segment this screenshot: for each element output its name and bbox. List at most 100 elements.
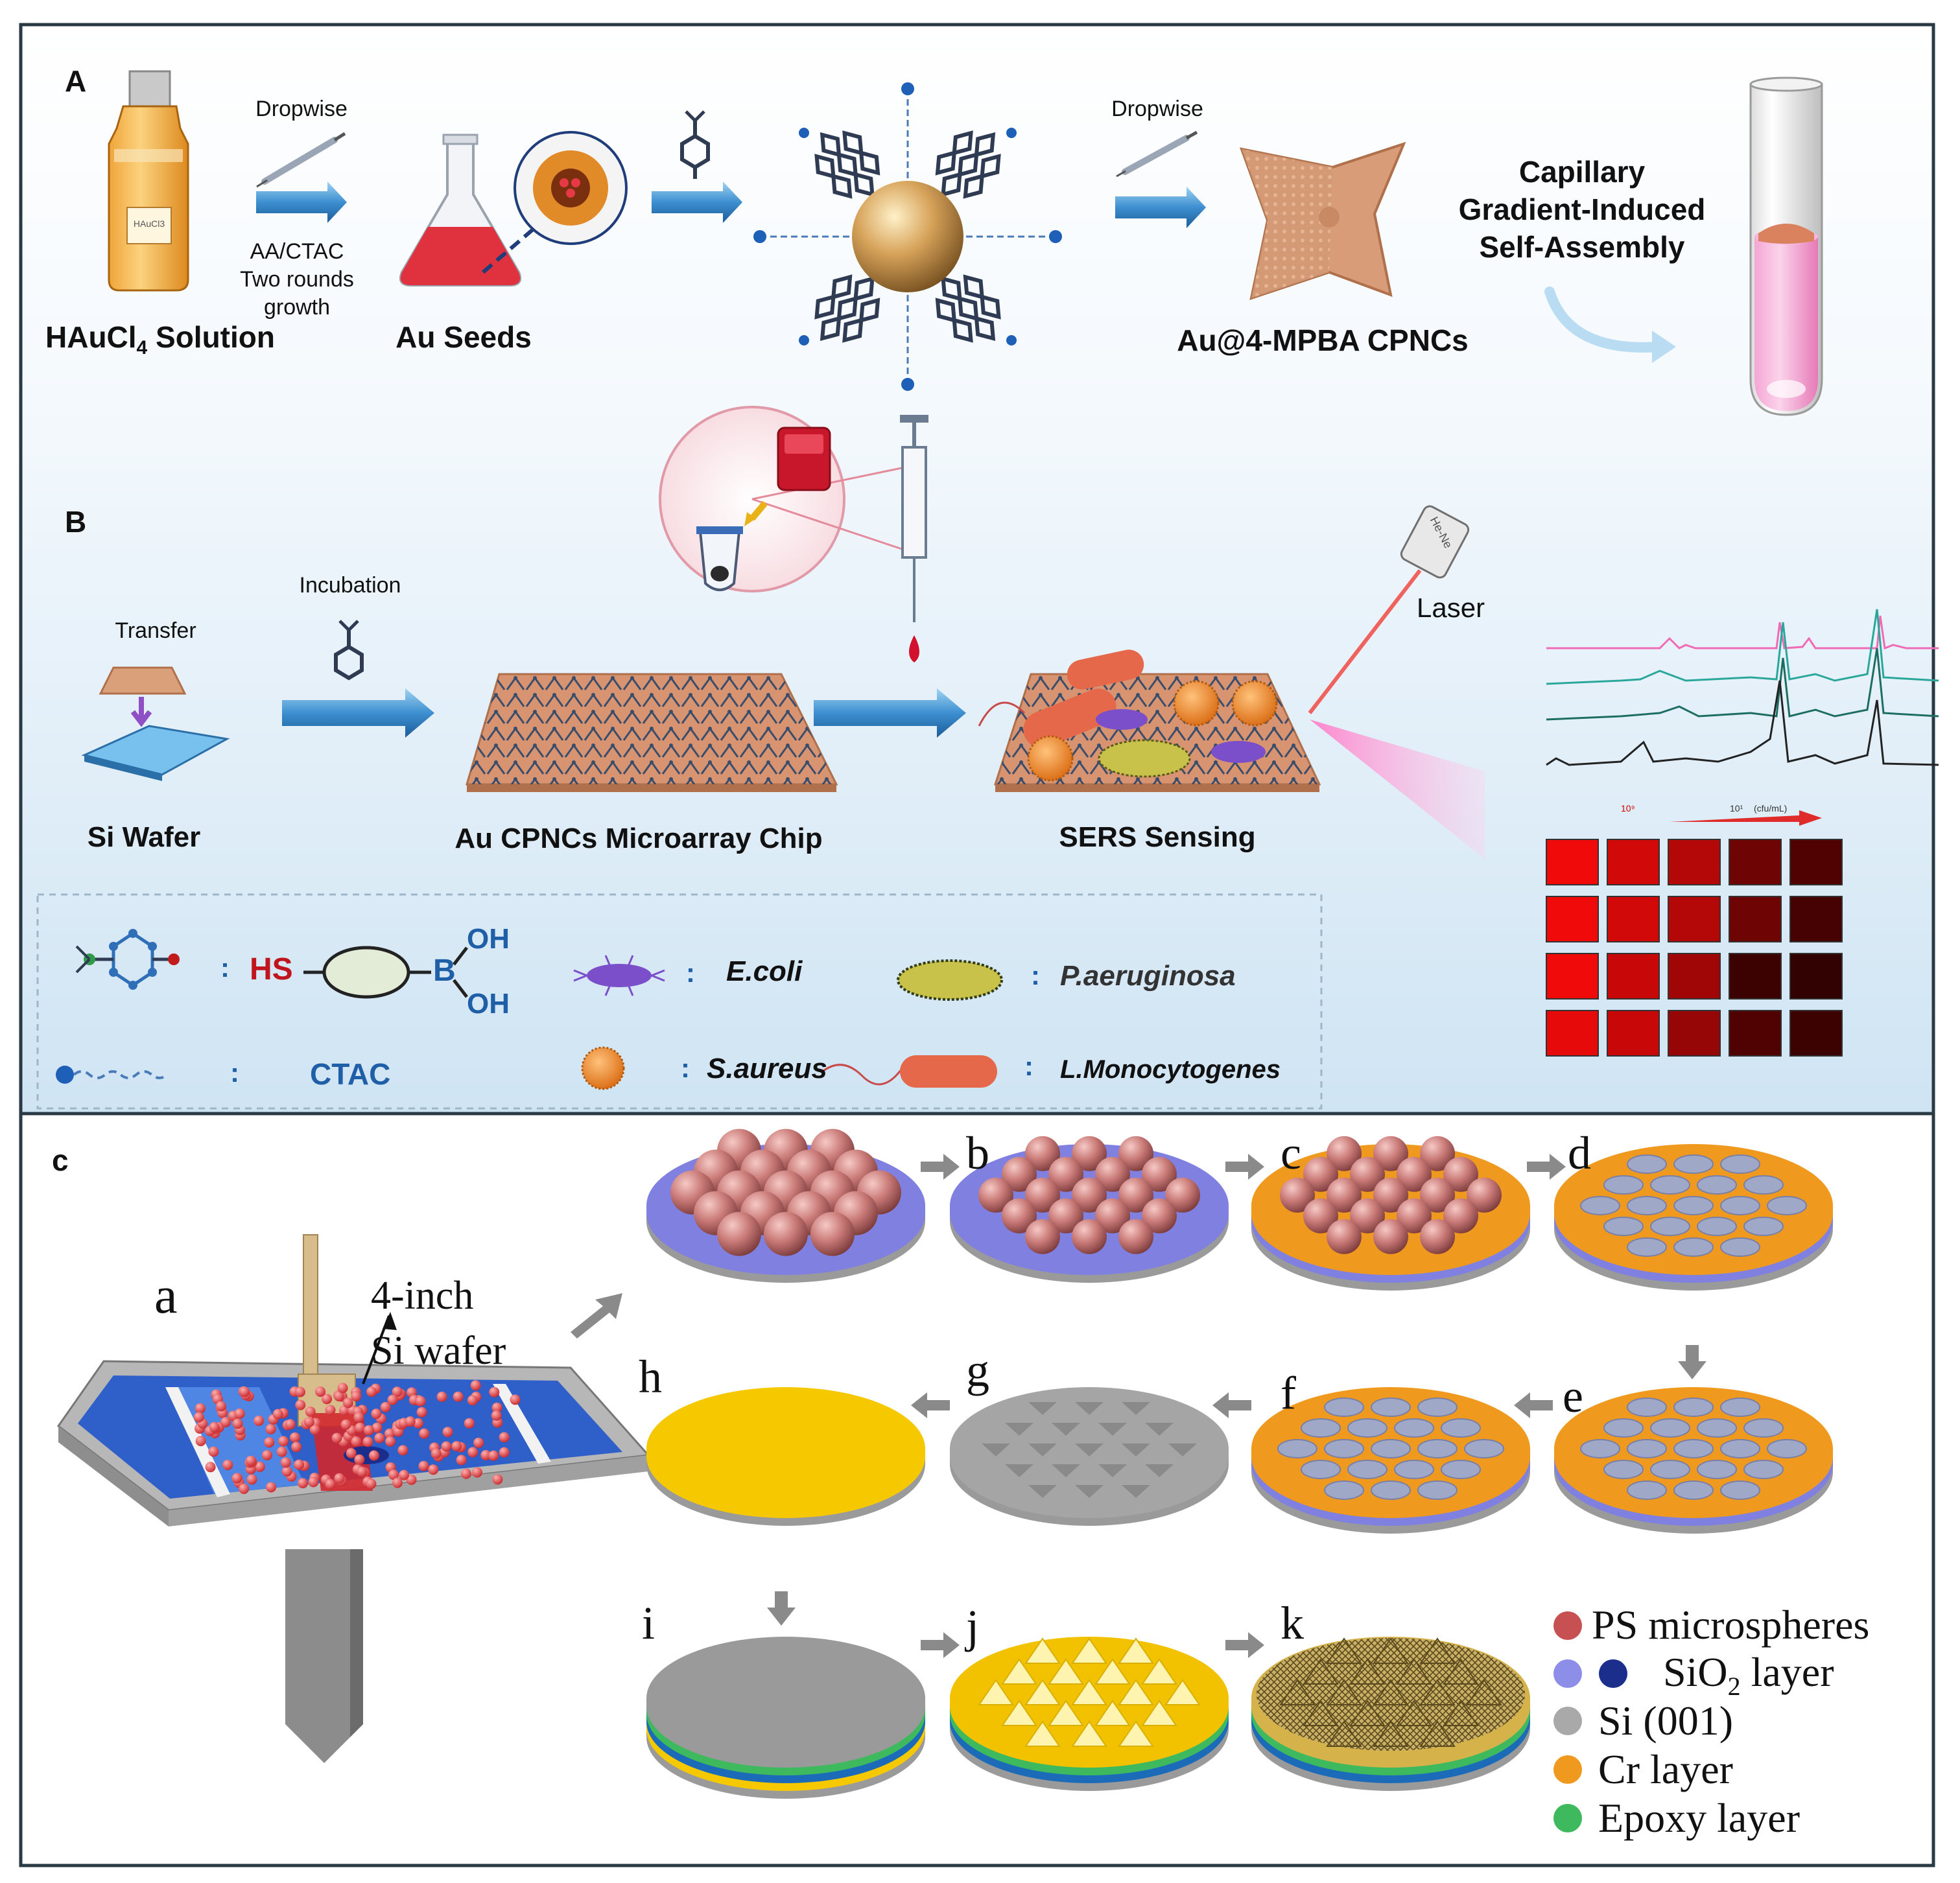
disc-pit [1075, 1444, 1104, 1456]
step-j: j [966, 1600, 980, 1652]
ps-microsphere [280, 1457, 291, 1468]
ps-microsphere [281, 1466, 292, 1477]
ecoli-icon [573, 955, 665, 996]
ps-sphere [978, 1177, 1013, 1213]
heatmap-cell [1729, 1010, 1782, 1057]
ps-sphere [717, 1211, 761, 1256]
disc-pit [1005, 1464, 1033, 1477]
assembly-label-1: Capillary [1518, 155, 1646, 189]
ps-microsphere [234, 1408, 245, 1419]
heatmap-cell [1668, 953, 1721, 1000]
disc-hole [1673, 1237, 1714, 1257]
ps-sphere [1118, 1177, 1153, 1213]
ps-microsphere [380, 1401, 391, 1412]
disc-pit [1075, 1402, 1104, 1415]
ps-microsphere [245, 1455, 256, 1466]
heatmap-cell [1607, 839, 1660, 885]
process-disc [1251, 1637, 1530, 1791]
ps-microsphere [305, 1406, 316, 1417]
ps-microsphere [436, 1391, 447, 1402]
process-disc [1554, 1144, 1833, 1291]
panel-c-legend-swatches [1553, 1611, 1627, 1832]
ps-sphere [1373, 1177, 1408, 1213]
disc-pyramid [978, 1679, 1014, 1705]
ps-microsphere [294, 1459, 305, 1470]
disc-top [646, 1637, 925, 1760]
disc-hole [1673, 1154, 1714, 1174]
ps-sphere [1373, 1136, 1408, 1171]
legend-sep-pa: : [1031, 960, 1040, 990]
step-i: i [642, 1597, 655, 1649]
heatmap-cell [1668, 839, 1721, 885]
disc-hole [1767, 1196, 1807, 1215]
legend-oh-top: OH [467, 923, 510, 955]
ps-microsphere [451, 1441, 462, 1452]
disc-pyramid [1001, 1658, 1037, 1685]
ps-sphere [1327, 1177, 1362, 1213]
ps-microsphere [334, 1473, 345, 1484]
ps-sphere [1373, 1219, 1408, 1254]
disc-mesh-pyramid [1396, 1658, 1432, 1685]
heatmap-cell [1789, 896, 1843, 942]
process-disc [646, 1637, 925, 1799]
disc-pyramid [1118, 1720, 1154, 1747]
disc-pit [1028, 1485, 1057, 1498]
ps-sphere [1327, 1136, 1362, 1171]
ps-microsphere [492, 1474, 503, 1485]
disc-hole [1301, 1460, 1341, 1479]
wafer-label-2: Si wafer [371, 1329, 506, 1373]
ps-microsphere [325, 1479, 336, 1490]
legend-sio2: SiO2 layer [1663, 1649, 1834, 1701]
ps-microsphere [371, 1409, 382, 1420]
ps-microsphere [278, 1436, 289, 1447]
ps-microsphere [276, 1446, 287, 1457]
ps-microsphere [265, 1423, 276, 1434]
sers-chip [978, 649, 1321, 792]
disc-pyramid [1024, 1679, 1061, 1705]
ps-microsphere [384, 1428, 395, 1439]
ps-microsphere [416, 1407, 427, 1418]
ps-microsphere [195, 1436, 206, 1447]
arrow-c-a [571, 1293, 622, 1339]
disc-hole [1743, 1418, 1784, 1438]
disc-hole [1371, 1398, 1411, 1417]
step-d: d [1568, 1127, 1591, 1179]
disc-hole [1464, 1439, 1504, 1458]
hauc-bottle [108, 70, 189, 292]
disc-hole [1720, 1398, 1760, 1417]
disc-hole [1720, 1237, 1760, 1257]
assembly-label-2: Gradient-Induced [1458, 193, 1706, 226]
disc-hole [1650, 1217, 1690, 1236]
laser-label: Laser [1417, 592, 1485, 623]
disc-hole [1417, 1398, 1458, 1417]
ps-microsphere [405, 1416, 416, 1427]
ps-microsphere [418, 1460, 429, 1471]
disc-hole [1697, 1175, 1737, 1195]
disc-hole [1697, 1418, 1737, 1438]
process-disc [950, 1637, 1229, 1791]
disc-pyramid [1141, 1700, 1177, 1726]
disc-mesh-pyramid [1326, 1679, 1362, 1705]
mpba-molecule-icon-b [334, 620, 364, 681]
disc-pit [1028, 1402, 1057, 1415]
ps-microsphere [456, 1455, 467, 1466]
disc-hole [1720, 1480, 1760, 1500]
disc-pyramid [1048, 1658, 1084, 1685]
ps-microsphere [464, 1418, 475, 1429]
legend-epoxy: Epoxy layer [1598, 1795, 1800, 1841]
disc-mesh-pyramid [1373, 1637, 1409, 1664]
ps-microsphere [342, 1398, 353, 1409]
ps-microsphere [510, 1394, 521, 1405]
disc-hole [1743, 1217, 1784, 1236]
arrow-a1 [256, 181, 347, 223]
ps-microsphere [208, 1446, 219, 1457]
legend-cr: Cr layer [1598, 1746, 1733, 1792]
ps-microsphere [239, 1483, 250, 1494]
disc-mesh-pyramid [1419, 1720, 1456, 1747]
disc-hole [1603, 1175, 1644, 1195]
ps-sphere [1420, 1219, 1455, 1254]
ps-microsphere [491, 1410, 502, 1421]
process-disc [1554, 1387, 1833, 1534]
heatmap-cell [1546, 1010, 1599, 1057]
legend-sep-saureus: : [681, 1053, 690, 1083]
